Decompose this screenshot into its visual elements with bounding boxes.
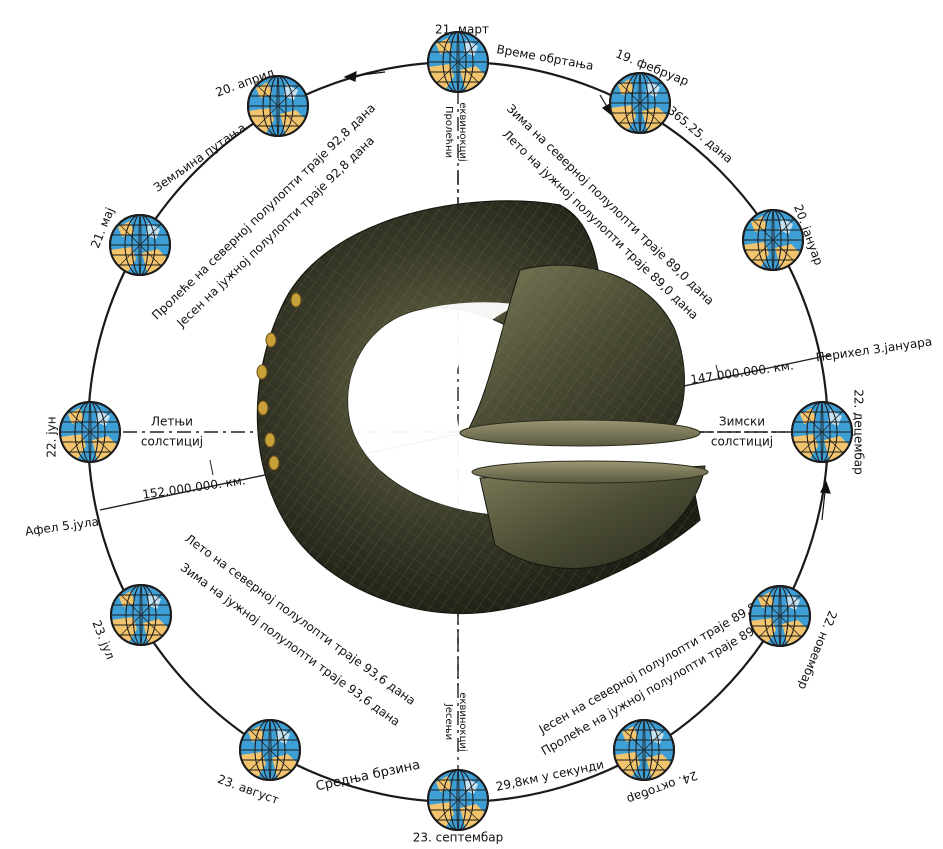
label-equinox-autumn-1: Јесењи: [443, 703, 454, 740]
label-aphelion-dist: 152.000.000. км.: [141, 473, 246, 501]
date-label-jun22: 22. јун: [45, 416, 59, 457]
earth-globe-may21: [110, 215, 170, 275]
aphelion-tick: [210, 460, 213, 475]
label-perihelion: Перихел 3.јануара: [815, 334, 933, 364]
label-equinox-autumn-2: еквинокциј: [457, 692, 469, 751]
earth-globe-jun22: [60, 402, 120, 462]
label-summer-solstice-1: Летњи: [151, 415, 193, 429]
earth-globe-aug23: [240, 720, 300, 780]
date-label-dec22: 22. децембар: [852, 389, 866, 475]
date-label-sep23: 23. септембар: [413, 831, 504, 845]
label-earth-path: Земљина путања: [151, 121, 248, 195]
earth-globe-apr20: [248, 76, 308, 136]
label-summer-solstice-2: солстициј: [141, 435, 203, 449]
earth-globe-mar21: [428, 32, 488, 92]
earth-globe-sep23: [428, 770, 488, 830]
label-aphelion: Афел 5.јула: [24, 514, 99, 538]
earth-globe-oct24: [614, 720, 674, 780]
earth-globe-nov22: [750, 586, 810, 646]
earth-globe-jan20: [743, 210, 803, 270]
label-winter-solstice-2: солстициј: [711, 435, 773, 449]
label-equinox-spring-1: Пролећни: [443, 106, 455, 158]
label-equinox-spring-2: еквинокциј: [457, 102, 469, 161]
label-avg-speed-value: 29,8км у секунди: [495, 757, 606, 794]
earth-globe-feb19: [610, 73, 670, 133]
label-winter-solstice-1: Зимски: [719, 415, 765, 429]
label-orbit-period-title: Време обртања: [495, 42, 594, 73]
label-perihelion-dist: 147.000.000. км.: [689, 358, 794, 386]
earth-globe-dec22: [792, 402, 852, 462]
earth-globe-jul23: [111, 585, 171, 645]
label-orbit-period-value: 365.25. дана: [665, 103, 736, 165]
label-avg-speed-title: Средња брзина: [314, 758, 421, 795]
